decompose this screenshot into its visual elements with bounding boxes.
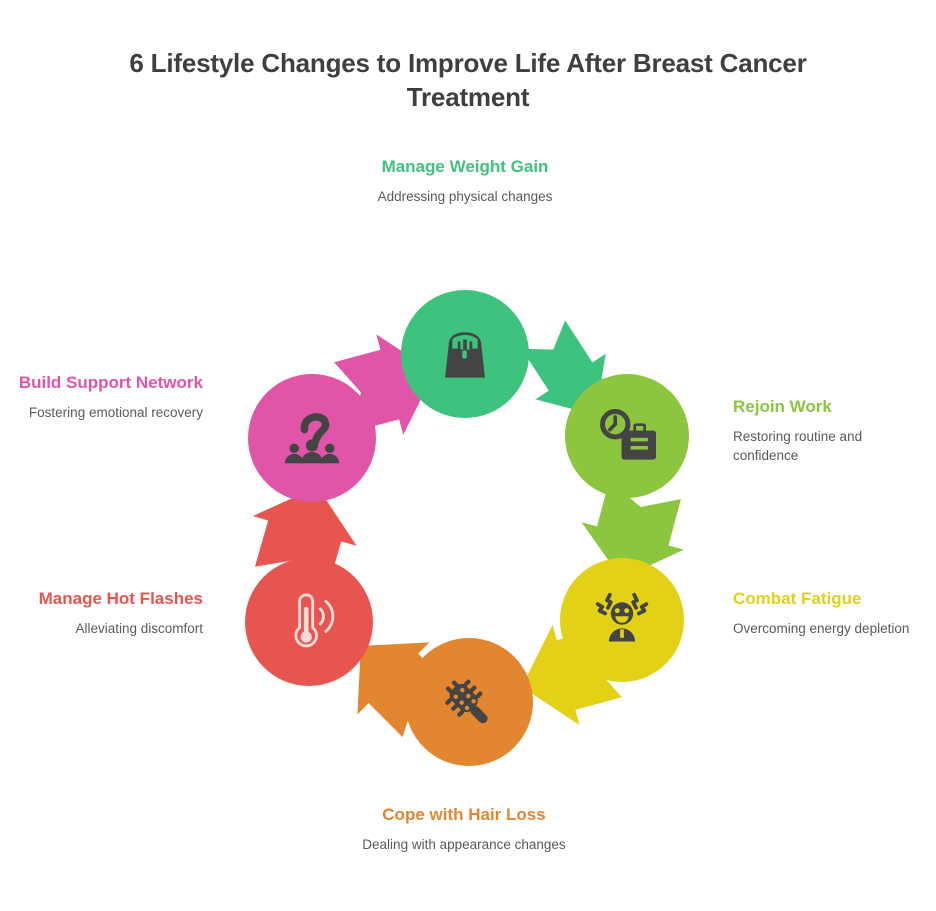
label-manage-weight-gain: Manage Weight Gain Addressing physical c… bbox=[355, 156, 575, 206]
label-heading: Rejoin Work bbox=[733, 397, 832, 416]
label-rejoin-work: Rejoin Work Restoring routine and confid… bbox=[733, 396, 923, 465]
label-subtitle: Restoring routine and confidence bbox=[733, 429, 863, 464]
node-manage-hot-flashes[interactable] bbox=[245, 558, 373, 686]
node-build-support-network[interactable] bbox=[248, 374, 376, 502]
page-title: 6 Lifestyle Changes to Improve Life Afte… bbox=[129, 48, 807, 113]
node-rejoin-work[interactable] bbox=[565, 374, 689, 498]
hairbrush-icon bbox=[439, 672, 499, 732]
label-subtitle: Overcoming energy depletion bbox=[733, 621, 910, 637]
label-heading: Combat Fatigue bbox=[733, 589, 862, 608]
label-subtitle: Alleviating discomfort bbox=[75, 621, 203, 637]
label-cope-with-hair-loss: Cope with Hair Loss Dealing with appeara… bbox=[354, 804, 574, 854]
label-subtitle: Dealing with appearance changes bbox=[362, 837, 566, 853]
label-heading: Manage Weight Gain bbox=[381, 157, 549, 176]
stressed-person-icon bbox=[592, 591, 652, 649]
node-manage-weight-gain[interactable] bbox=[401, 290, 529, 418]
label-heading: Build Support Network bbox=[18, 373, 203, 392]
thermometer-icon bbox=[280, 592, 338, 652]
weight-scale-icon bbox=[436, 325, 494, 383]
node-cope-with-hair-loss[interactable] bbox=[405, 638, 533, 766]
label-subtitle: Addressing physical changes bbox=[377, 189, 553, 205]
clock-briefcase-icon bbox=[596, 407, 658, 465]
node-combat-fatigue[interactable] bbox=[560, 558, 684, 682]
arrow-work-to-fatigue bbox=[578, 478, 688, 593]
label-combat-fatigue: Combat Fatigue Overcoming energy depleti… bbox=[733, 588, 923, 638]
label-heading: Manage Hot Flashes bbox=[38, 589, 203, 608]
label-build-support-network: Build Support Network Fostering emotiona… bbox=[13, 372, 203, 422]
label-heading: Cope with Hair Loss bbox=[382, 805, 546, 824]
label-subtitle: Fostering emotional recovery bbox=[28, 405, 203, 421]
label-manage-hot-flashes: Manage Hot Flashes Alleviating discomfor… bbox=[13, 588, 203, 638]
support-group-icon bbox=[282, 409, 342, 467]
